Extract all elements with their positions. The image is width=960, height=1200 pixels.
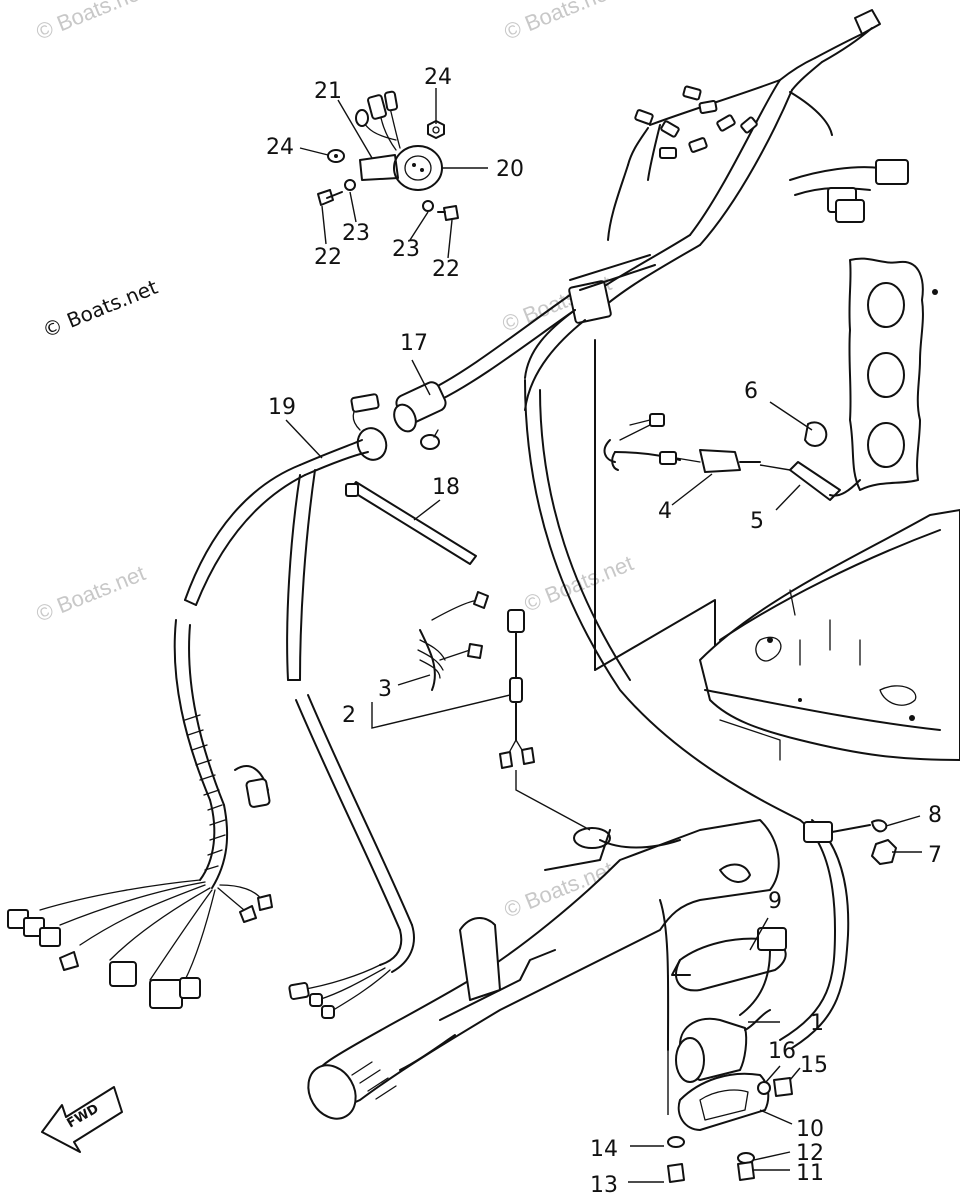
steering-handle (307, 819, 780, 1120)
washer-23b (422, 200, 434, 212)
switch-body (393, 145, 443, 191)
watermark: © Boats.net (33, 0, 149, 45)
connector-top-right (875, 159, 909, 185)
fwd-arrow[interactable]: FWD (41, 1086, 123, 1153)
washer-23a (344, 179, 356, 191)
connector-ll-2 (109, 961, 137, 987)
callout-3: 3 (378, 677, 392, 702)
sensor-4 (603, 413, 791, 506)
main-switch-assembly (628, 917, 801, 1183)
callout-9: 9 (768, 889, 782, 914)
callout-2: 2 (342, 703, 356, 728)
harness-middle (184, 294, 576, 681)
leader-19 (285, 419, 323, 459)
switch-bracket (359, 154, 399, 181)
connector-9 (757, 927, 787, 951)
callout-20: 20 (496, 157, 524, 182)
callout-24a: 24 (424, 65, 452, 90)
callout-numbers: 1 2 3 4 5 6 7 8 9 10 11 12 13 14 15 16 1… (266, 65, 942, 1198)
callout-5: 5 (750, 509, 764, 534)
callout-19: 19 (268, 395, 296, 420)
bolt-15 (773, 1077, 793, 1097)
callout-13: 13 (590, 1173, 618, 1198)
main-harness-top (524, 9, 909, 411)
leader-8 (885, 815, 921, 827)
harness-lower-middle (288, 694, 415, 1019)
tiller-hole (573, 827, 611, 849)
callout-7: 7 (928, 843, 942, 868)
watermark: © Boats.net (39, 275, 161, 343)
callout-23b: 23 (392, 237, 420, 262)
harness-clamp (568, 280, 612, 324)
callout-12: 12 (796, 1141, 824, 1166)
leaders-top-left (299, 88, 488, 259)
callout-8: 8 (928, 803, 942, 828)
leader-2 (371, 694, 511, 729)
harness-2-3 (417, 591, 535, 769)
tie-strap-18 (345, 481, 477, 565)
switch-assembly (317, 90, 459, 221)
bolt-13 (667, 1163, 685, 1183)
callout-17: 17 (400, 331, 428, 356)
connector-19 (356, 427, 388, 461)
switch-knob (675, 1037, 705, 1083)
powerhead-plate (848, 257, 938, 491)
harness-lower-left (7, 619, 273, 1009)
tiller-lever (459, 917, 501, 1001)
connector-ll-3 (149, 979, 183, 1009)
callout-11: 11 (796, 1161, 824, 1186)
callout-1: 1 (810, 1011, 824, 1036)
washer-14 (667, 1136, 685, 1148)
bottom-cowling (594, 339, 960, 761)
switch-part-2 (507, 609, 525, 633)
bracket-5-6 (769, 401, 861, 511)
watermark: © Boats.net (33, 560, 149, 626)
callout-14: 14 (590, 1137, 618, 1162)
callout-10: 10 (796, 1117, 824, 1142)
bolt-22a (317, 189, 334, 206)
bolt-22b (443, 205, 459, 221)
clamp-8 (803, 821, 833, 843)
washer-16 (757, 1081, 771, 1095)
callout-23a: 23 (342, 221, 370, 246)
harness-outline-right (524, 379, 897, 1049)
callout-16: 16 (768, 1039, 796, 1064)
callout-21: 21 (314, 79, 342, 104)
callout-4: 4 (658, 499, 672, 524)
leader-2-to-handle (515, 770, 591, 831)
leader-17 (411, 359, 431, 396)
callout-15: 15 (800, 1053, 828, 1078)
cover-9 (675, 937, 787, 992)
bolt-7 (871, 839, 897, 865)
top-connectors (634, 85, 758, 159)
cap-17 (420, 434, 440, 450)
leader-3 (397, 674, 431, 686)
callout-24b: 24 (266, 135, 294, 160)
callout-22a: 22 (314, 245, 342, 270)
throttle-grip (307, 1064, 357, 1120)
bolt-11 (737, 1161, 755, 1181)
callout-6: 6 (744, 379, 758, 404)
callout-18: 18 (432, 475, 460, 500)
callout-22b: 22 (432, 257, 460, 282)
washer-8 (871, 819, 888, 833)
watermark: © Boats.net (501, 0, 617, 45)
